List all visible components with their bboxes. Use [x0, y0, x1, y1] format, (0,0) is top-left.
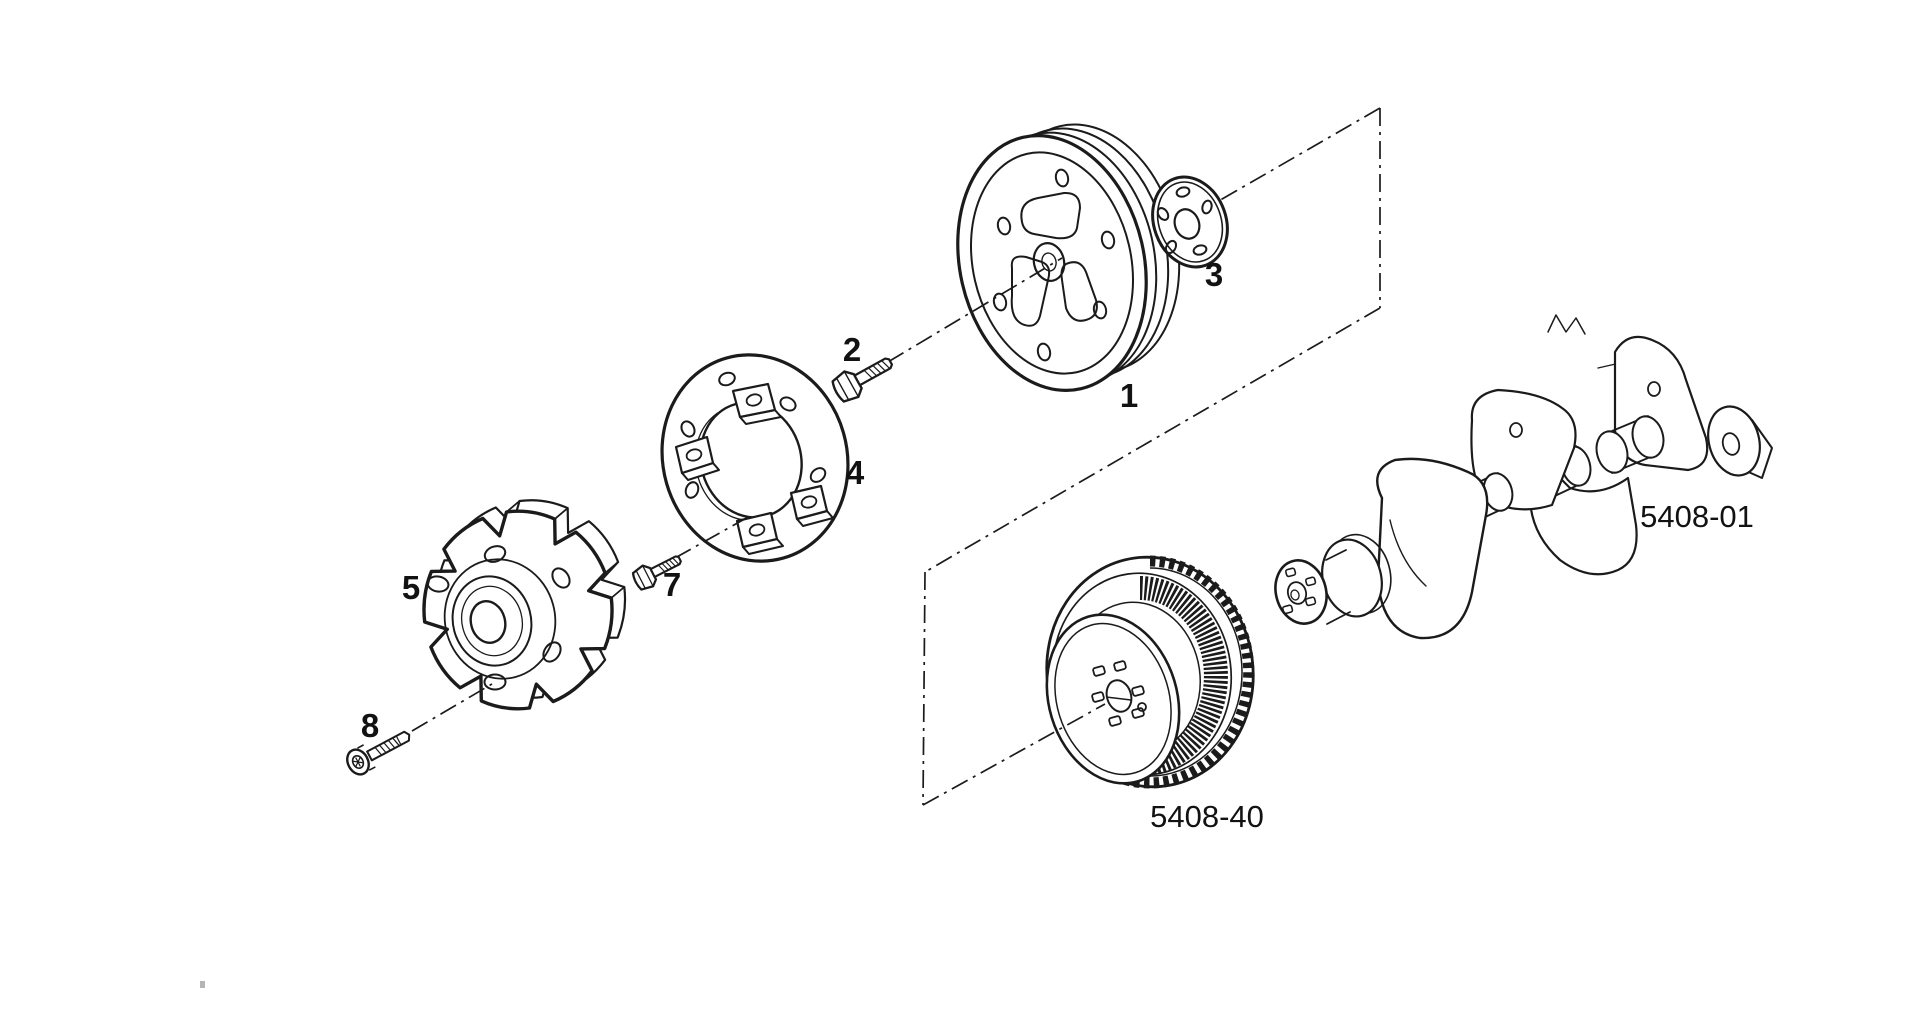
- leader-line-bolt-7: [674, 515, 751, 559]
- ring-gear-teeth: [1089, 555, 1255, 789]
- callout-7: 7: [663, 566, 681, 603]
- callout-1: 1: [1120, 377, 1138, 414]
- callout-5: 5: [402, 569, 420, 606]
- leader-line-bolt-8: [411, 683, 493, 732]
- washer-plate-holes: [1156, 186, 1213, 256]
- print-artifact-dot: [200, 981, 205, 988]
- leader-line-flywheel: [922, 703, 1106, 806]
- pulley-face-pockets: [1010, 191, 1098, 327]
- crankshaft-drawing: [1274, 314, 1773, 640]
- frame-boundary-lines: [922, 107, 1381, 806]
- drive-disc-bosses: [674, 382, 834, 555]
- part-8-bolt-drawing: [346, 730, 411, 776]
- callout-2: 2: [843, 331, 861, 368]
- ref-flywheel-section: 5408-40: [1150, 799, 1264, 834]
- flywheel-damper-drawing: [1045, 555, 1255, 789]
- leader-line-bolt-2: [887, 257, 1063, 363]
- callout-8: 8: [361, 707, 379, 744]
- coupling-lobe-holes: [426, 545, 571, 691]
- part-1-crankshaft-pulley-drawing: [956, 123, 1181, 392]
- part-5-flexible-coupling-drawing: [422, 499, 627, 711]
- pulley-bolt-holes: [992, 168, 1116, 362]
- part-2-bolt-drawing: [831, 357, 894, 403]
- part-3-washer-plate-drawing: [1151, 175, 1229, 269]
- callout-4: 4: [846, 454, 865, 491]
- part-4-drive-disc-drawing: [660, 353, 850, 563]
- callout-3: 3: [1205, 256, 1223, 293]
- part-7-bolt-drawing: [631, 555, 682, 591]
- ref-crankshaft-section: 5408-01: [1640, 499, 1754, 534]
- flywheel-hub-bolt-slots: [1091, 660, 1147, 727]
- drive-disc-rim-holes: [680, 371, 827, 499]
